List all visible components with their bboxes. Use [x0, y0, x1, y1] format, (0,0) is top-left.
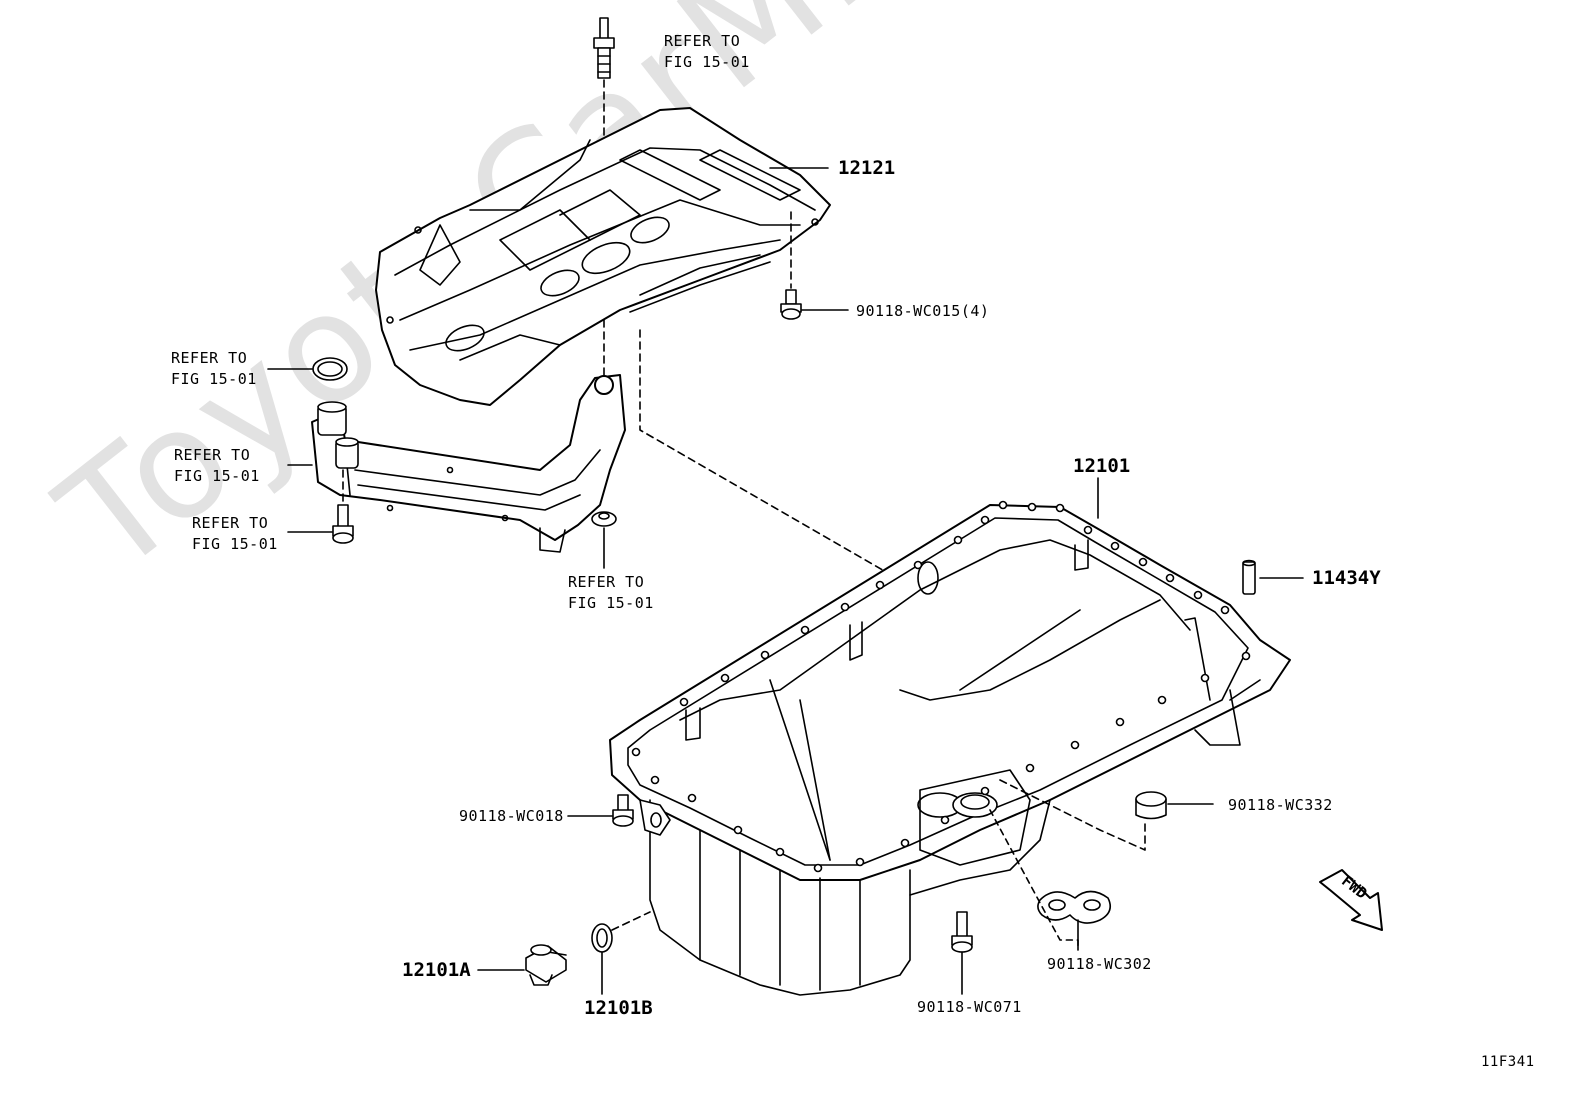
refer-line2: FIG 15-01: [171, 370, 257, 388]
bolt-wc071: [951, 911, 973, 953]
refer-line2: FIG 15-01: [174, 467, 260, 485]
label-12121: 12121: [838, 157, 896, 179]
refer-line1: REFER TO: [171, 349, 248, 367]
label-90118-wc332: 90118-WC332: [1228, 796, 1333, 814]
o-ring-inner: [317, 361, 343, 377]
leader-assembly-1: [639, 329, 901, 581]
refer-line1: REFER TO: [174, 446, 251, 464]
oil-strainer: [311, 374, 626, 553]
label-11434y: 11434Y: [1312, 567, 1381, 589]
leader-assembly-3: [999, 779, 1146, 851]
refer-line1: REFER TO: [568, 573, 645, 591]
refer-line1: REFER TO: [192, 514, 269, 532]
refer-line2: FIG 15-01: [192, 535, 278, 553]
refer-line1: REFER TO: [664, 32, 741, 50]
baffle-plate-12121: [375, 107, 831, 406]
leader-drain-dash: [611, 911, 651, 931]
label-12101: 12101: [1073, 455, 1131, 477]
gasket-wc302: [1037, 890, 1111, 924]
strainer-nut: [591, 511, 617, 527]
label-12101b: 12101B: [584, 997, 653, 1019]
dowel-pin-11434y: [1242, 559, 1256, 595]
label-refer-left2: REFER TO FIG 15-01: [174, 445, 260, 487]
bolt-wc015: [780, 289, 802, 320]
label-refer-left1: REFER TO FIG 15-01: [171, 348, 257, 390]
bolt-wc018: [612, 794, 634, 827]
label-90118-wc018: 90118-WC018: [459, 807, 564, 825]
stud-bolt-top: [593, 17, 615, 79]
drain-plug-12101a: [525, 944, 567, 986]
label-refer-top: REFER TO FIG 15-01: [664, 31, 750, 73]
leader-wc302-dash: [989, 809, 1079, 949]
oil-pan-12101: [609, 500, 1291, 996]
fwd-arrow-icon: FWD: [1319, 869, 1383, 931]
refer-line2: FIG 15-01: [568, 594, 654, 612]
washer-12101b: [591, 923, 613, 953]
refer-line2: FIG 15-01: [664, 53, 750, 71]
label-12101a: 12101A: [402, 959, 471, 981]
label-refer-left3: REFER TO FIG 15-01: [192, 513, 278, 555]
figure-code: 11F341: [1481, 1054, 1535, 1070]
label-90118-wc015: 90118-WC015(4): [856, 302, 990, 320]
bushing-wc332: [1135, 791, 1167, 820]
label-90118-wc071: 90118-WC071: [917, 998, 1022, 1016]
label-refer-bottom: REFER TO FIG 15-01: [568, 572, 654, 614]
strainer-bolt: [332, 504, 354, 544]
label-90118-wc302: 90118-WC302: [1047, 955, 1152, 973]
